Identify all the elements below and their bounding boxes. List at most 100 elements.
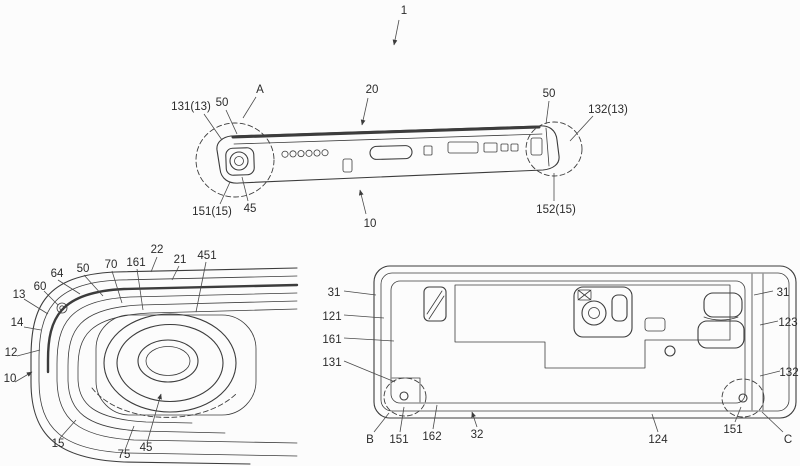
detail-circle-right: [525, 121, 583, 177]
leader-21: [171, 265, 180, 281]
label-ref-12: 12: [5, 347, 18, 359]
camera-ring-mid: [116, 323, 224, 403]
leader-162: [432, 404, 438, 430]
label-ref-32: 32: [471, 429, 484, 441]
camera-housing-outline: [95, 314, 257, 416]
detail-circle-c: [721, 378, 765, 418]
label-ref-151-left: 151: [389, 434, 408, 446]
label-ref-451: 451: [197, 250, 216, 262]
label-ref-121: 121: [322, 311, 341, 323]
leader-13: [23, 298, 49, 315]
camera-lens-outer: [229, 151, 249, 171]
leader-70: [111, 270, 123, 304]
leader-12: [16, 349, 41, 357]
label-ref-132-r: 132: [779, 367, 798, 379]
leader-64: [57, 279, 81, 295]
leader-131-r: [343, 360, 396, 383]
label-ref-70: 70: [105, 259, 118, 271]
layer-60-64: [56, 292, 298, 444]
leader-22: [150, 256, 158, 273]
leader-a: [242, 96, 257, 119]
label-ref-50-d: 50: [77, 263, 90, 275]
label-ref-152: 152(15): [536, 204, 576, 216]
leader-121: [343, 314, 385, 319]
label-ref-a: A: [256, 84, 264, 96]
leader-10: [358, 189, 367, 215]
small-board-component: [644, 317, 666, 332]
label-ref-162: 162: [422, 431, 441, 443]
leader-60: [43, 290, 59, 306]
leader-50-d: [83, 274, 104, 297]
camera-lens-inner: [234, 156, 244, 166]
leader-10-d: [14, 371, 33, 383]
leader-1: [392, 19, 400, 46]
leader-20: [360, 97, 369, 126]
detail-circle-a: [195, 122, 275, 198]
camera-module: [225, 147, 255, 176]
label-ref-10-d: 10: [4, 373, 17, 385]
layer-161: [77, 308, 298, 424]
leader-151-right: [734, 406, 742, 423]
layer-50-70: [67, 300, 298, 434]
label-ref-21: 21: [174, 254, 187, 266]
device-top-edge: [231, 125, 541, 139]
leader-161-r: [343, 337, 395, 342]
end-component: [530, 137, 543, 156]
camera-ring-outer: [103, 313, 237, 413]
leader-31-right: [753, 290, 774, 296]
label-ref-14: 14: [11, 317, 24, 329]
leader-151-left: [399, 406, 405, 433]
label-ref-1: 1: [401, 5, 407, 17]
label-ref-161-r: 161: [322, 334, 341, 346]
label-ref-132: 132(13): [588, 104, 628, 116]
layer-12-14: [38, 275, 298, 457]
slot-pill: [369, 145, 413, 160]
screw-right: [738, 393, 748, 403]
label-ref-45-d: 45: [140, 442, 153, 454]
label-ref-50-left: 50: [216, 97, 229, 109]
leader-124: [651, 413, 659, 433]
layer-outer-10: [30, 267, 298, 465]
detail-circle-b: [383, 377, 427, 417]
rear-camera-secondary: [611, 294, 628, 322]
device-body-outline: [216, 125, 560, 184]
fig-detail-a: 22 21 451 161 70 50 64 60 13 14 12 10 15…: [4, 244, 299, 465]
label-ref-31-left: 31: [328, 287, 341, 299]
rear-camera-lens: [581, 300, 607, 326]
speaker-holes: [281, 149, 329, 158]
label-ref-b: B: [366, 434, 374, 446]
leader-132: [569, 115, 594, 142]
label-ref-45: 45: [244, 203, 257, 215]
leader-132-r: [759, 370, 781, 377]
label-ref-123: 123: [778, 317, 797, 329]
leader-31-left: [343, 290, 377, 296]
leader-131: [203, 113, 223, 141]
rear-outer-frame: [373, 265, 797, 419]
board-hole: [664, 345, 676, 357]
label-ref-161-d: 161: [126, 257, 145, 269]
fig-rear-view: 31 121 161 131 31 123 132 B 151 162 32 1…: [322, 265, 799, 446]
seal-bead-inner: [59, 305, 65, 311]
midplate-outline: [390, 280, 746, 404]
device-top-inner-edge: [233, 133, 543, 145]
camera-lens-core: [145, 346, 191, 376]
leader-50-right: [545, 100, 550, 125]
leader-161-d: [136, 268, 144, 311]
corner-bracket: [391, 377, 421, 403]
leader-15: [59, 419, 77, 439]
leader-75: [124, 425, 135, 451]
leader-45: [241, 176, 249, 202]
port-tab: [342, 158, 353, 173]
camera-lens-ring: [137, 339, 199, 383]
label-ref-151: 151(15): [192, 206, 232, 218]
leader-151: [219, 181, 231, 205]
connector-blocks: [697, 292, 745, 349]
label-ref-20: 20: [366, 84, 379, 96]
leader-451: [195, 261, 207, 313]
label-ref-131-r: 131: [322, 357, 341, 369]
label-ref-64: 64: [51, 268, 64, 280]
leader-45-d: [146, 393, 162, 444]
label-ref-60: 60: [34, 281, 47, 293]
